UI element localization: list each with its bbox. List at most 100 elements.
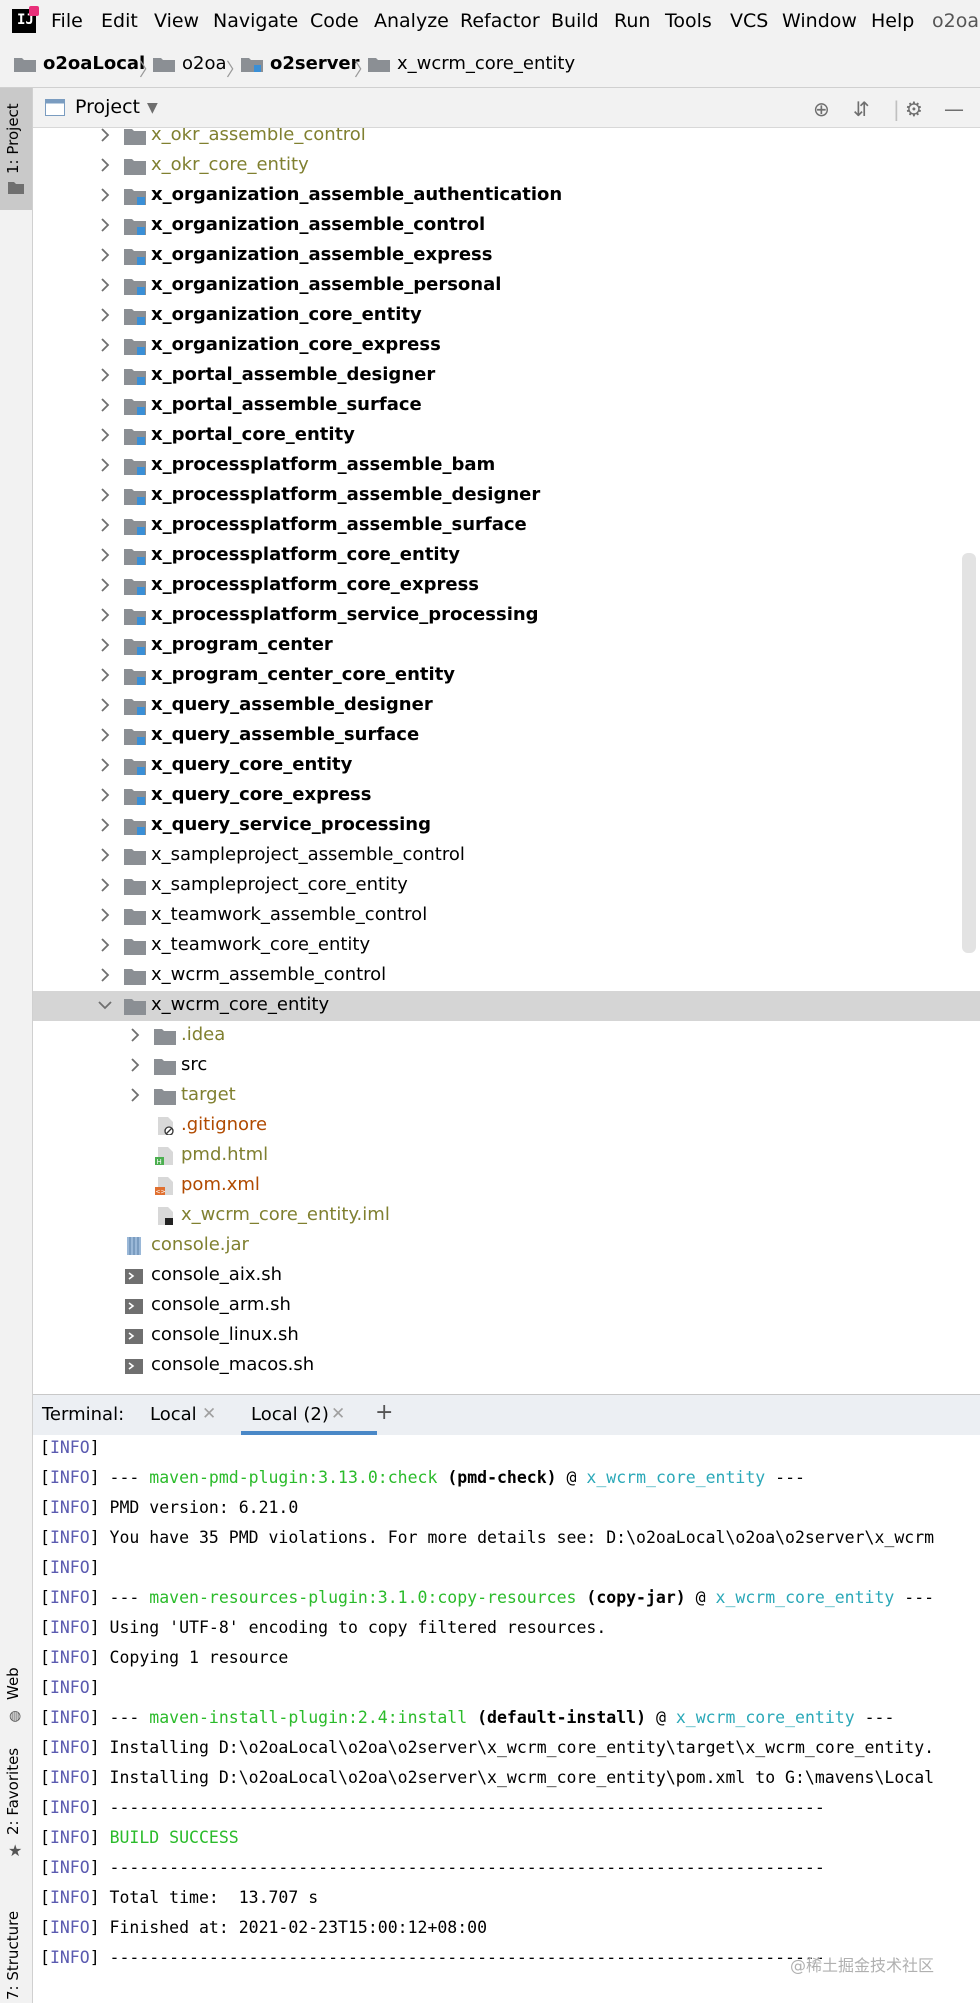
tree-file-row[interactable]: console_arm.sh	[33, 1291, 980, 1321]
tree-folder-row[interactable]: x_processplatform_assemble_bam	[33, 451, 980, 481]
chevron-right-icon[interactable]	[95, 155, 115, 175]
chevron-down-icon[interactable]	[95, 995, 115, 1015]
menu-navigate[interactable]: Navigate	[213, 10, 299, 32]
tree-folder-row[interactable]: x_processplatform_assemble_surface	[33, 511, 980, 541]
menu-run[interactable]: Run	[614, 10, 651, 32]
tree-folder-row[interactable]: x_okr_core_entity	[33, 151, 980, 181]
tree-folder-row[interactable]: x_processplatform_core_express	[33, 571, 980, 601]
chevron-right-icon[interactable]	[95, 785, 115, 805]
collapse-all-icon[interactable]: ⇵	[853, 97, 870, 121]
tree-folder-row[interactable]: x_organization_assemble_control	[33, 211, 980, 241]
tree-folder-row[interactable]: x_query_assemble_designer	[33, 691, 980, 721]
tree-file-row[interactable]: console_macos.sh	[33, 1351, 980, 1381]
chevron-right-icon[interactable]	[125, 1055, 145, 1075]
tree-folder-row[interactable]: .idea	[33, 1021, 980, 1051]
chevron-right-icon[interactable]	[95, 845, 115, 865]
chevron-right-icon[interactable]	[95, 635, 115, 655]
add-terminal-icon[interactable]: +	[375, 1400, 394, 1425]
terminal-tab-local[interactable]: Local	[150, 1404, 197, 1425]
tree-folder-row[interactable]: x_query_core_express	[33, 781, 980, 811]
tree-folder-row[interactable]: x_teamwork_core_entity	[33, 931, 980, 961]
chevron-right-icon[interactable]	[95, 815, 115, 835]
chevron-right-icon[interactable]	[95, 245, 115, 265]
tree-scrollbar[interactable]	[962, 553, 976, 953]
menu-edit[interactable]: Edit	[101, 10, 138, 32]
tree-folder-row[interactable]: x_query_service_processing	[33, 811, 980, 841]
tool-tab-web[interactable]: Web ◍	[0, 1658, 32, 1738]
tree-folder-row[interactable]: x_organization_assemble_personal	[33, 271, 980, 301]
tree-folder-row[interactable]: x_program_center_core_entity	[33, 661, 980, 691]
chevron-right-icon[interactable]	[95, 545, 115, 565]
chevron-down-icon[interactable]: ▼	[147, 100, 158, 116]
menu-view[interactable]: View	[154, 10, 200, 32]
chevron-right-icon[interactable]	[95, 395, 115, 415]
breadcrumb-item-o2oa[interactable]: o2oa	[153, 53, 227, 74]
gear-icon[interactable]: ⚙	[905, 97, 923, 121]
tree-file-row[interactable]: <>pom.xml	[33, 1171, 980, 1201]
chevron-right-icon[interactable]	[95, 725, 115, 745]
tree-folder-row[interactable]: x_wcrm_core_entity	[33, 991, 980, 1021]
project-panel-title[interactable]: Project	[75, 96, 141, 118]
locate-target-icon[interactable]: ⊕	[813, 97, 830, 121]
tree-folder-row[interactable]: x_query_core_entity	[33, 751, 980, 781]
breadcrumb-item-o2server[interactable]: o2server	[241, 53, 360, 74]
chevron-right-icon[interactable]	[125, 1085, 145, 1105]
tree-folder-row[interactable]: x_portal_core_entity	[33, 421, 980, 451]
terminal-output[interactable]: [INFO][INFO] --- maven-pmd-plugin:3.13.0…	[33, 1435, 980, 2003]
tree-file-row[interactable]: .gitignore	[33, 1111, 980, 1141]
chevron-right-icon[interactable]	[95, 335, 115, 355]
tree-folder-row[interactable]: x_organization_assemble_authentication	[33, 181, 980, 211]
menu-vcs[interactable]: VCS	[730, 10, 769, 32]
menu-tools[interactable]: Tools	[665, 10, 712, 32]
chevron-right-icon[interactable]	[95, 128, 115, 145]
terminal-tab-local-2[interactable]: Local (2)	[251, 1404, 329, 1425]
menu-code[interactable]: Code	[310, 10, 359, 32]
tree-folder-row[interactable]: x_processplatform_assemble_designer	[33, 481, 980, 511]
breadcrumb-item-x-wcrm-core-entity[interactable]: x_wcrm_core_entity	[368, 53, 575, 74]
tree-file-row[interactable]: console.jar	[33, 1231, 980, 1261]
tree-folder-row[interactable]: x_okr_assemble_control	[33, 128, 980, 151]
tree-folder-row[interactable]: x_sampleproject_core_entity	[33, 871, 980, 901]
menu-file[interactable]: File	[51, 10, 83, 32]
minimize-icon[interactable]: —	[944, 97, 964, 121]
close-tab-icon[interactable]: ✕	[202, 1404, 217, 1424]
chevron-right-icon[interactable]	[95, 875, 115, 895]
chevron-right-icon[interactable]	[95, 215, 115, 235]
tree-folder-row[interactable]: x_organization_assemble_express	[33, 241, 980, 271]
tree-folder-row[interactable]: x_processplatform_core_entity	[33, 541, 980, 571]
tree-file-row[interactable]: console_linux.sh	[33, 1321, 980, 1351]
chevron-right-icon[interactable]	[95, 185, 115, 205]
menu-analyze[interactable]: Analyze	[374, 10, 449, 32]
chevron-right-icon[interactable]	[95, 605, 115, 625]
chevron-right-icon[interactable]	[95, 485, 115, 505]
tree-folder-row[interactable]: target	[33, 1081, 980, 1111]
chevron-right-icon[interactable]	[95, 575, 115, 595]
menu-build[interactable]: Build	[551, 10, 599, 32]
chevron-right-icon[interactable]	[95, 455, 115, 475]
close-tab-icon[interactable]: ✕	[331, 1404, 346, 1424]
intellij-logo-icon[interactable]: IJ	[12, 6, 39, 33]
tree-folder-row[interactable]: x_portal_assemble_designer	[33, 361, 980, 391]
chevron-right-icon[interactable]	[95, 695, 115, 715]
menu-refactor[interactable]: Refactor	[460, 10, 540, 32]
chevron-right-icon[interactable]	[95, 905, 115, 925]
tree-folder-row[interactable]: x_sampleproject_assemble_control	[33, 841, 980, 871]
chevron-right-icon[interactable]	[95, 365, 115, 385]
tree-folder-row[interactable]: x_wcrm_assemble_control	[33, 961, 980, 991]
tree-folder-row[interactable]: x_portal_assemble_surface	[33, 391, 980, 421]
tree-folder-row[interactable]: x_organization_core_entity	[33, 301, 980, 331]
chevron-right-icon[interactable]	[95, 305, 115, 325]
chevron-right-icon[interactable]	[95, 275, 115, 295]
chevron-right-icon[interactable]	[95, 425, 115, 445]
tree-folder-row[interactable]: x_program_center	[33, 631, 980, 661]
chevron-right-icon[interactable]	[95, 755, 115, 775]
tree-folder-row[interactable]: x_organization_core_express	[33, 331, 980, 361]
menu-window[interactable]: Window	[782, 10, 857, 32]
tool-tab-favorites[interactable]: 2: Favorites ★	[0, 1748, 32, 1863]
chevron-right-icon[interactable]	[95, 965, 115, 985]
tool-tab-structure[interactable]: 7: Structure	[0, 1888, 32, 2003]
tool-tab-project[interactable]: 1: Project	[0, 88, 32, 210]
tree-folder-row[interactable]: x_teamwork_assemble_control	[33, 901, 980, 931]
